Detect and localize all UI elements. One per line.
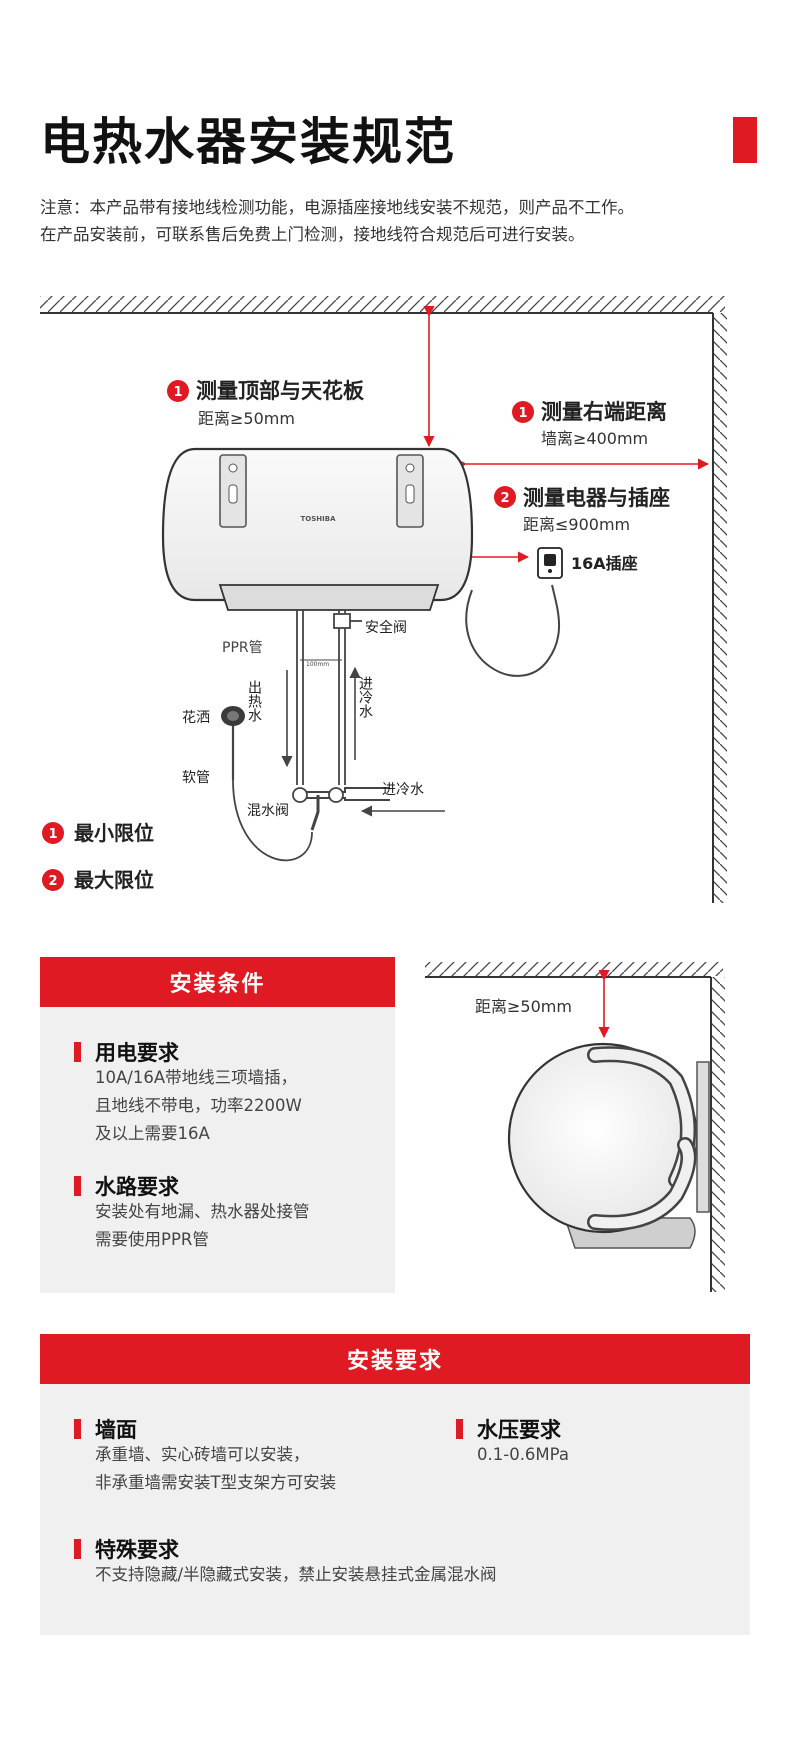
ppr-pipe-label: PPR管 [222,640,263,656]
socket-label: 16A插座 [571,554,638,573]
pressure-requirement-heading: 水压要求 [456,1414,561,1444]
hose-label: 软管 [182,770,210,786]
safety-valve-label: 安全阀 [365,619,407,636]
top-gap-badge-number: 1 [173,385,182,400]
wall-line: 非承重墙需安装T型支架方可安装 [95,1473,337,1492]
pipes [292,610,390,831]
water-requirement-body: 安装处有地漏、热水器处接管 需要使用PPR管 [95,1198,310,1254]
max-limit-badge-icon [42,869,64,891]
water-requirement-heading: 水路要求 [74,1171,179,1201]
mixing-valve-label: 混水阀 [247,803,289,819]
socket-gap-title: 测量电器与插座 [523,486,670,510]
min-limit-badge-icon [42,822,64,844]
cold-in-label: 进冷水 [382,782,424,798]
top-gap-value: 距离≥50mm [198,409,295,428]
power-cord [465,584,560,677]
water-line: 需要使用PPR管 [95,1230,209,1249]
min-limit-badge-number: 1 [48,827,57,842]
conditions-bar: 安装条件 [40,957,395,1007]
side-gap-label: 距离≥50mm [475,997,572,1016]
pressure-requirement-value: 0.1-0.6MPa [477,1445,569,1464]
power-requirement-title: 用电要求 [95,1041,179,1065]
mounting-bracket-left [219,454,247,528]
pipe-spacing-label: 100mm [306,661,329,668]
power-requirement-heading: 用电要求 [74,1037,179,1067]
special-requirement-title: 特殊要求 [95,1538,179,1562]
heading-marker [74,1419,81,1439]
right-gap-badge-number: 1 [518,406,527,421]
ceiling-wall [40,296,727,903]
wall-requirement-heading: 墙面 [74,1414,137,1444]
side-view-tank [507,1042,710,1249]
pressure-requirement-title: 水压要求 [477,1418,561,1442]
right-gap-title: 测量右端距离 [541,400,667,424]
socket-gap-value: 距离≤900mm [523,515,630,534]
socket-gap-badge-number: 2 [500,491,509,506]
heading-marker [74,1176,81,1196]
requirements-panel [40,1334,750,1635]
conditions-panel [40,957,395,1293]
power-line: 及以上需要16A [95,1124,210,1143]
right-gap-badge-icon [512,401,534,423]
top-gap-badge-icon [167,380,189,402]
shower-label: 花洒 [182,710,210,726]
special-requirement-value: 不支持隐藏/半隐藏式安装，禁止安装悬挂式金属混水阀 [95,1565,497,1584]
wall-line: 承重墙、实心砖墙可以安装， [95,1445,310,1464]
page-title: 电热水器安装规范 [40,113,456,171]
requirements-bar: 安装要求 [40,1334,750,1384]
mounting-bracket-right [396,454,424,528]
notice-line-2: 在产品安装前，可联系售后免费上门检测，接地线符合规范后可进行安装。 [40,225,585,244]
wall-requirement-title: 墙面 [95,1418,137,1442]
shower-head-icon [221,706,245,780]
min-limit-label: 最小限位 [74,821,154,845]
top-gap-title: 测量顶部与天花板 [196,379,365,403]
heading-marker [74,1539,81,1559]
max-limit-label: 最大限位 [74,868,154,892]
heading-marker [456,1419,463,1439]
socket-gap-badge-icon [494,486,516,508]
title-accent-block [733,117,757,163]
power-requirement-body: 10A/16A带地线三项墙插， 且地线不带电，功率2200W 及以上需要16A [95,1064,302,1148]
special-requirement-heading: 特殊要求 [74,1534,179,1564]
heading-marker [74,1042,81,1062]
brand-logo: TOSHIBA [301,515,337,523]
socket-icon [537,547,563,579]
notice-line-1: 注意：本产品带有接地线检测功能，电源插座接地线安装不规范，则产品不工作。 [40,198,634,217]
side-view-ceiling-wall [425,962,725,1292]
wall-requirement-body: 承重墙、实心砖墙可以安装， 非承重墙需安装T型支架方可安装 [95,1441,336,1497]
water-line: 安装处有地漏、热水器处接管 [95,1202,310,1221]
power-line: 且地线不带电，功率2200W [95,1096,302,1115]
cold-in-vertical-label: 进冷水 [357,676,373,718]
hot-out-label: 出热水 [246,680,262,722]
max-limit-badge-number: 2 [48,874,57,889]
water-heater-tank [161,447,474,611]
power-line: 10A/16A带地线三项墙插， [95,1068,298,1087]
measure-lines [423,305,710,563]
water-requirement-title: 水路要求 [95,1175,179,1199]
shower-hose [232,779,313,862]
right-gap-value: 墙离≥400mm [541,429,648,448]
